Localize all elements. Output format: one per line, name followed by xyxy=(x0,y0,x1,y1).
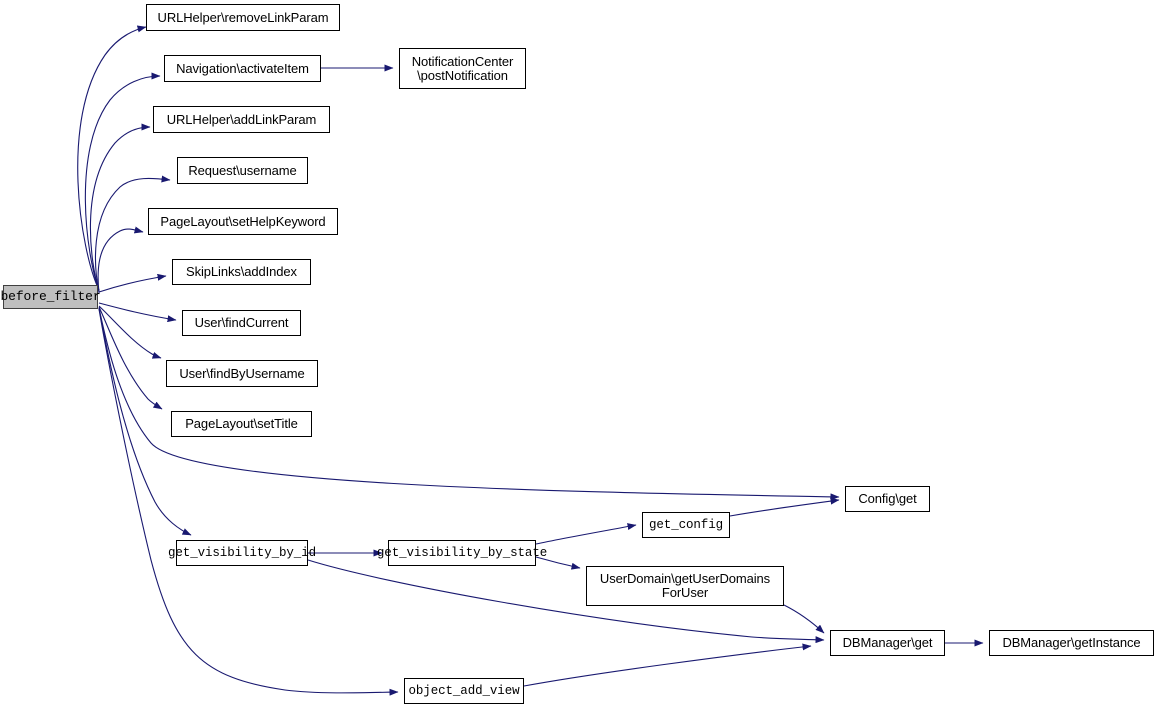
graph-node-Config_get[interactable]: Config\get xyxy=(845,486,930,512)
graph-node-addIndex[interactable]: SkipLinks\addIndex xyxy=(172,259,311,285)
graph-node-label: User\findByUsername xyxy=(179,365,305,381)
edge-getUserDomainsForUser-to-DBManager_get xyxy=(783,604,825,634)
graph-node-label: URLHelper\removeLinkParam xyxy=(157,9,329,25)
edge-before_filter-to-findCurrent xyxy=(98,302,177,323)
graph-node-setTitle[interactable]: PageLayout\setTitle xyxy=(171,411,312,437)
graph-node-label: object_add_view xyxy=(408,684,520,698)
graph-node-label: Navigation\activateItem xyxy=(176,60,309,76)
graph-node-label: get_visibility_by_state xyxy=(376,546,548,560)
edge-before_filter-to-setHelpKeyword xyxy=(97,226,144,294)
edge-get_visibility_by_state-to-get_config xyxy=(535,523,637,545)
graph-node-label: DBManager\getInstance xyxy=(1002,635,1141,650)
edge-get_config-to-Config_get xyxy=(729,497,840,517)
edge-before_filter-to-Config_get xyxy=(98,307,840,501)
graph-node-DBManager_get[interactable]: DBManager\get xyxy=(830,630,945,656)
edge-object_add_view-to-DBManager_get xyxy=(523,643,812,687)
graph-node-label: URLHelper\addLinkParam xyxy=(166,111,317,127)
edge-before_filter-to-setTitle xyxy=(98,306,163,410)
graph-node-getUserDomainsForUser[interactable]: UserDomain\getUserDomains ForUser xyxy=(586,566,784,606)
graph-node-label: NotificationCenter \postNotification xyxy=(411,53,514,83)
graph-node-DBManager_getInstance[interactable]: DBManager\getInstance xyxy=(989,630,1154,656)
graph-node-before_filter[interactable]: before_filter xyxy=(0,285,101,309)
edge-before_filter-to-addLinkParam xyxy=(89,123,151,292)
edge-before_filter-to-removeLinkParam xyxy=(77,25,147,291)
graph-node-label: PageLayout\setTitle xyxy=(185,416,298,431)
graph-node-label: User\findCurrent xyxy=(194,315,289,330)
edge-before_filter-to-findByUsername xyxy=(98,305,162,359)
graph-node-label: SkipLinks\addIndex xyxy=(186,264,297,279)
edge-before_filter-to-addIndex xyxy=(98,273,167,293)
edge-before_filter-to-activateItem xyxy=(84,72,161,291)
graph-node-findByUsername[interactable]: User\findByUsername xyxy=(166,360,318,387)
graph-node-get_config[interactable]: get_config xyxy=(642,512,730,538)
graph-node-label: get_config xyxy=(648,518,723,532)
graph-node-postNotification[interactable]: NotificationCenter \postNotification xyxy=(399,48,526,89)
graph-node-object_add_view[interactable]: object_add_view xyxy=(404,678,524,704)
graph-node-label: Config\get xyxy=(858,491,917,506)
graph-node-findCurrent[interactable]: User\findCurrent xyxy=(182,310,301,336)
graph-node-label: before_filter xyxy=(0,289,101,304)
graph-node-label: Request\username xyxy=(188,162,297,178)
graph-node-username[interactable]: Request\username xyxy=(177,157,308,184)
graph-node-activateItem[interactable]: Navigation\activateItem xyxy=(164,55,321,82)
graph-node-setHelpKeyword[interactable]: PageLayout\setHelpKeyword xyxy=(148,208,338,235)
graph-node-label: get_visibility_by_id xyxy=(167,546,317,560)
graph-node-label: DBManager\get xyxy=(842,635,933,650)
graph-node-get_visibility_by_id[interactable]: get_visibility_by_id xyxy=(168,540,316,566)
graph-node-label: UserDomain\getUserDomains ForUser xyxy=(599,571,771,600)
graph-node-label: PageLayout\setHelpKeyword xyxy=(160,213,326,229)
edge-before_filter-to-username xyxy=(94,175,171,293)
graph-node-removeLinkParam[interactable]: URLHelper\removeLinkParam xyxy=(146,4,340,31)
graph-node-addLinkParam[interactable]: URLHelper\addLinkParam xyxy=(153,106,330,133)
graph-node-get_visibility_by_state[interactable]: get_visibility_by_state xyxy=(377,540,547,566)
